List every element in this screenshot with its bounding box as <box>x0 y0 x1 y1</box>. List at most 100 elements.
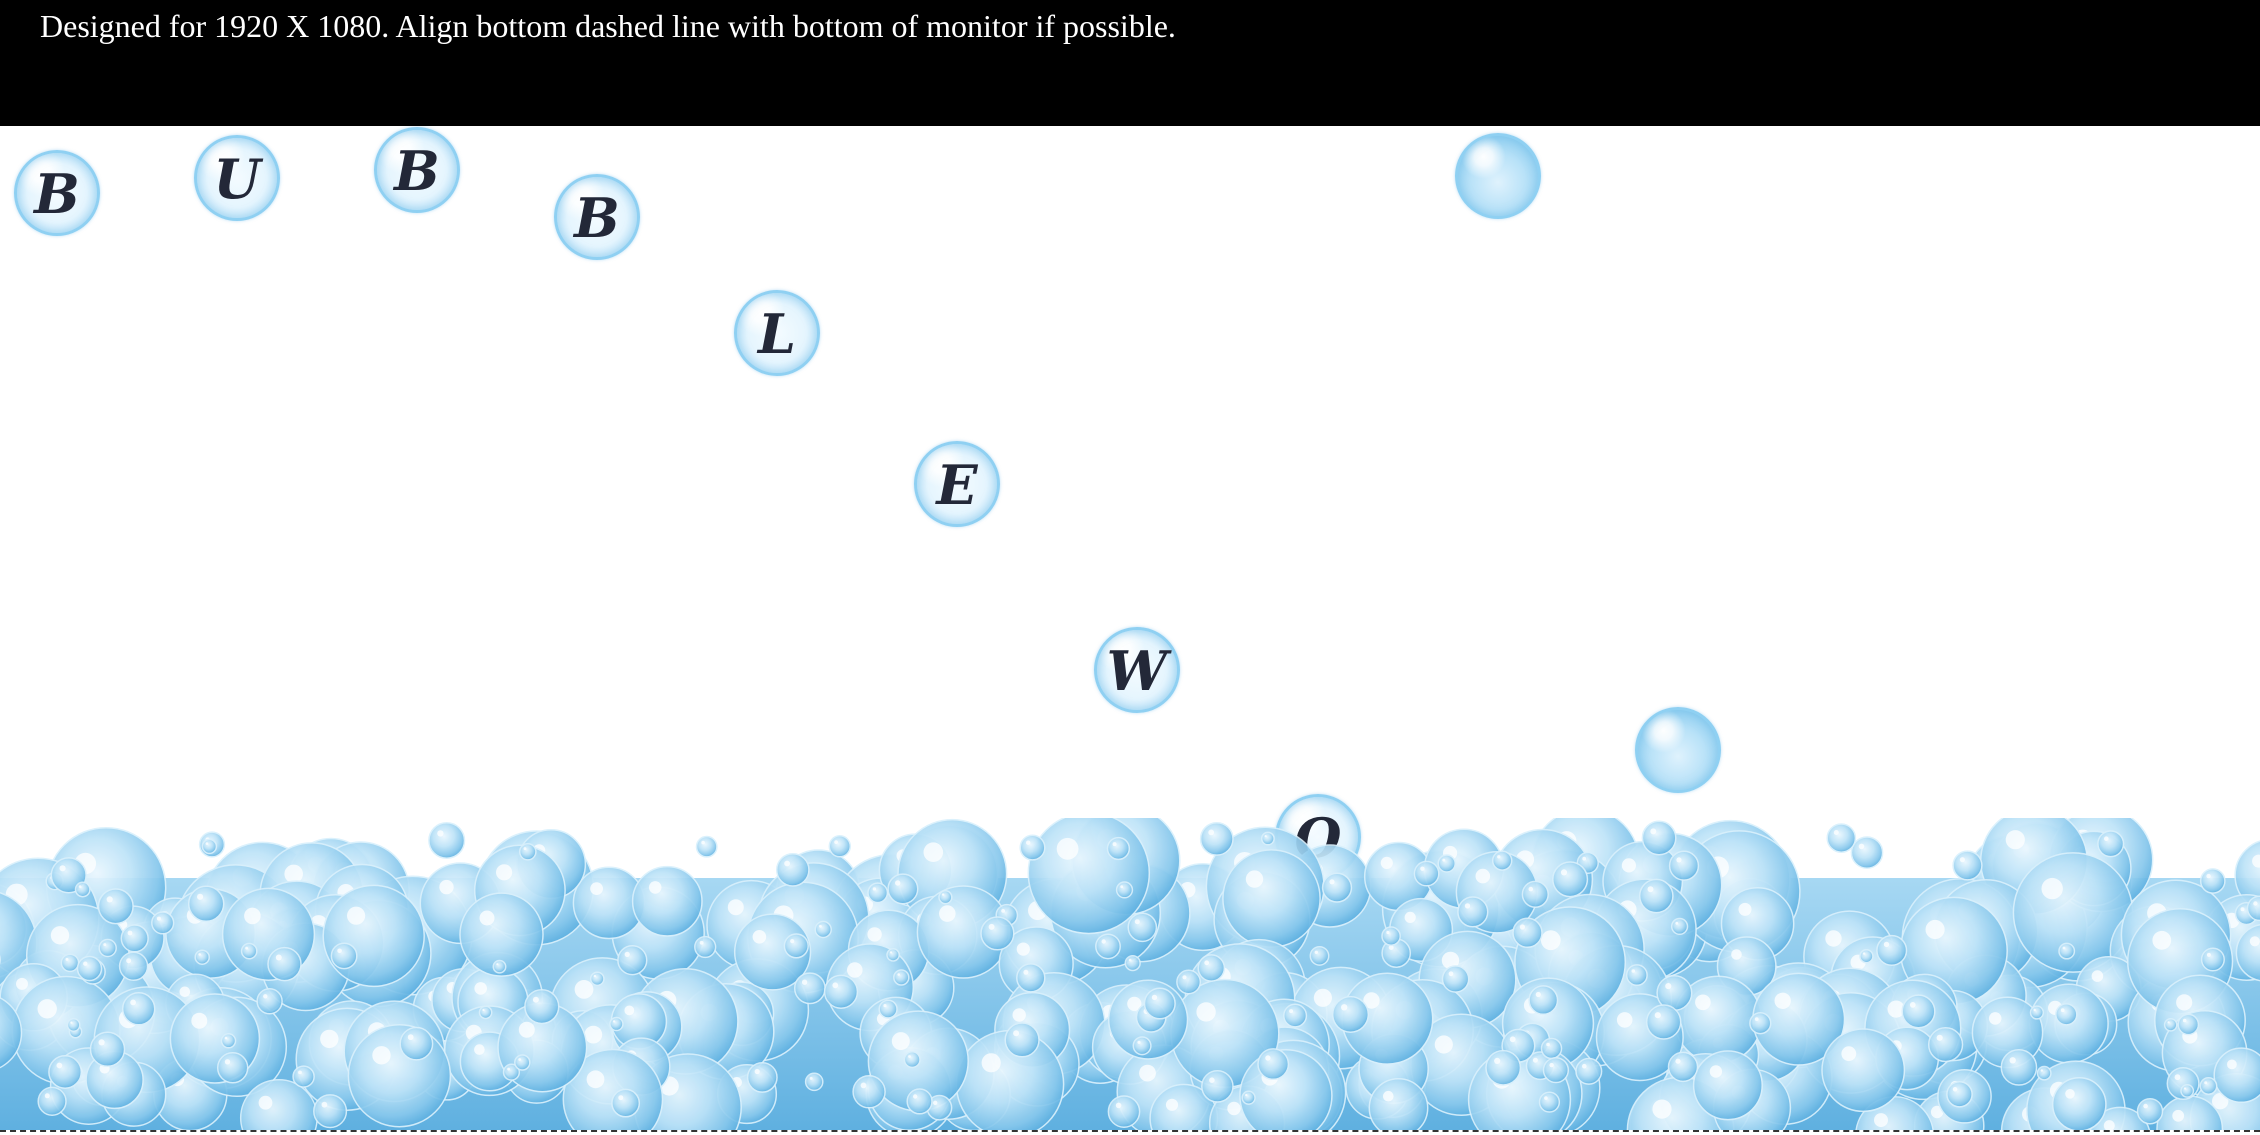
foam-bubble-highlight <box>586 1070 605 1089</box>
foam-bubble-highlight <box>784 860 790 867</box>
foam-bubble <box>1197 954 1226 982</box>
foam-bubble-highlight <box>263 994 268 999</box>
foam-bubble-highlight <box>1448 971 1454 977</box>
foam-bubble-highlight <box>37 999 57 1019</box>
foam-bubble <box>1095 933 1121 960</box>
foam-bubble <box>1176 969 1202 995</box>
foam-bubble <box>1485 1049 1522 1086</box>
foam-bubble-highlight <box>1549 1062 1554 1068</box>
foam-bubble-highlight <box>1883 941 1890 948</box>
letter-bubble-l[interactable]: L <box>734 290 820 376</box>
foam-bubble <box>118 951 149 982</box>
foam-bubble-highlight <box>574 980 594 999</box>
letter-bubble-e[interactable]: E <box>914 441 1000 527</box>
foam-bubble <box>347 1023 452 1128</box>
foam-bubble-highlight <box>2065 1089 2075 1099</box>
foam-bubble <box>201 838 218 855</box>
foam-bubble-highlight <box>867 927 882 942</box>
foam-bubble <box>867 882 889 904</box>
foam-bubble-highlight <box>2227 1059 2237 1070</box>
letter-bubble-u[interactable]: U <box>194 135 280 221</box>
foam-bubble-highlight <box>1380 856 1393 869</box>
foam-bubble-highlight <box>179 986 191 998</box>
foam-bubble-highlight <box>790 939 795 944</box>
foam-bubble-highlight <box>2240 907 2245 912</box>
empty-bubble-2[interactable] <box>1635 707 1721 793</box>
foam-bubble <box>2029 1005 2045 1020</box>
foam-bubble <box>814 920 832 939</box>
foam-bubble-highlight <box>1774 992 1791 1009</box>
foam-bubble-highlight <box>507 1067 510 1071</box>
foam-bubble <box>76 955 103 982</box>
foam-bubble-highlight <box>98 1039 105 1046</box>
foam-bubble-highlight <box>1959 857 1965 863</box>
foam-bubble-highlight <box>44 1093 50 1099</box>
letter-bubble-b-3[interactable]: B <box>554 174 640 260</box>
foam-bubble-highlight <box>1582 1063 1587 1069</box>
foam-bubble <box>1127 912 1158 943</box>
foam-bubble-highlight <box>1631 969 1636 973</box>
foam-bubble-highlight <box>1695 994 1711 1011</box>
foam-bubble-highlight <box>2176 994 2193 1011</box>
foam-bubble-highlight <box>205 842 209 845</box>
foam-bubble <box>220 1033 237 1049</box>
foam-bubble-highlight <box>624 951 630 957</box>
foam-bubble <box>1260 831 1275 846</box>
foam-bubble <box>1512 917 1543 949</box>
foam-bubble-highlight <box>1665 983 1672 990</box>
foam-bubble-highlight <box>754 1068 760 1075</box>
foam-bubble-highlight <box>1289 1009 1294 1014</box>
foam-bubble <box>0 997 23 1069</box>
foam-bubble-highlight <box>2062 946 2066 950</box>
empty-bubble-1[interactable] <box>1455 133 1541 219</box>
foam-bubble-highlight <box>1560 869 1568 876</box>
foam-bubble-highlight <box>1909 1002 1916 1008</box>
foam-bubble-highlight <box>2060 1008 2065 1013</box>
foam-bubble-highlight <box>1404 911 1416 923</box>
foam-bubble-highlight <box>523 847 527 851</box>
foam-bubble <box>1538 1091 1561 1113</box>
foam-bubble-highlight <box>372 1046 391 1065</box>
foam-bubble <box>1143 987 1176 1020</box>
foam-bubble <box>733 913 812 991</box>
foam-bubble-highlight <box>593 974 597 978</box>
foam-bubble-highlight <box>2091 970 2104 982</box>
letter-bubble-w[interactable]: W <box>1094 627 1180 713</box>
letter-bubble-b-1[interactable]: B <box>14 150 100 236</box>
foam-bubble-highlight <box>2252 854 2260 868</box>
foam-bubble-highlight <box>1023 969 1029 975</box>
foam-bubble <box>852 1075 886 1109</box>
foam-bubble-highlight <box>407 1034 414 1041</box>
foam-bubble-highlight <box>2009 1057 2016 1064</box>
foam-bubble <box>2051 1077 2107 1130</box>
foam-bubble <box>1331 995 1370 1033</box>
foam-bubble-highlight <box>16 977 28 990</box>
foam-bubble-highlight <box>1528 886 1534 892</box>
foam-bubble-highlight <box>1056 837 1079 860</box>
foam-bubble-highlight <box>1841 1046 1857 1062</box>
foam-bubble-highlight <box>1209 1077 1215 1083</box>
foam-bubble-highlight <box>1464 903 1471 909</box>
foam-bubble-highlight <box>1509 1036 1516 1043</box>
foam-bubble-highlight <box>624 1005 635 1016</box>
foam-bubble-highlight <box>1026 840 1031 845</box>
foam-bubble-highlight <box>50 926 70 945</box>
foam-bubble <box>1638 878 1674 914</box>
foam-bubble <box>1132 1036 1152 1056</box>
foam-bubble <box>1625 964 1648 987</box>
foam-bubble-highlight <box>618 1095 624 1101</box>
foam-bubble-highlight <box>347 906 366 925</box>
foam-bubble <box>74 881 91 898</box>
foam-bubble-highlight <box>1120 885 1124 889</box>
foam-bubble-highlight <box>1386 930 1390 935</box>
foam-bubble-highlight <box>2206 873 2211 879</box>
foam-bubble-highlight <box>518 1021 535 1038</box>
foam-bubble <box>1413 860 1440 887</box>
foam-bubble-highlight <box>590 882 603 895</box>
foam-bubble-highlight <box>1137 1040 1141 1044</box>
foam-bubble-highlight <box>889 951 893 954</box>
foam-bubble-highlight <box>258 1095 273 1110</box>
foam-bubble-highlight <box>834 840 838 844</box>
letter-bubble-b-2[interactable]: B <box>374 127 460 213</box>
foam-bubble-highlight <box>883 1004 887 1008</box>
